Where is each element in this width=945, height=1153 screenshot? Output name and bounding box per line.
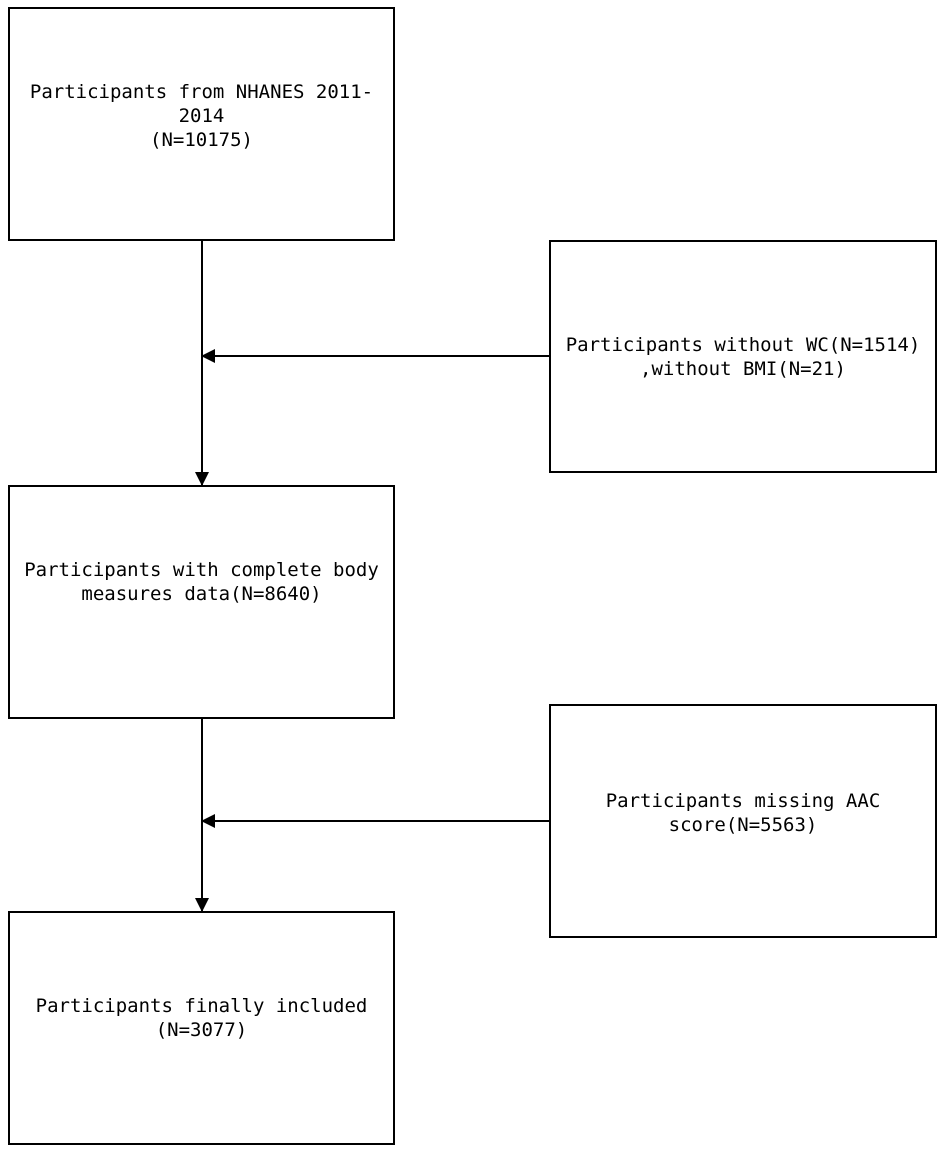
exclusion-aac-text: Participants missing AAC score(N=5563) (605, 790, 881, 836)
source-participants-text: Participants from NHANES 2011- 2014 (N=1… (29, 81, 374, 151)
exclusion-body-measures-text: Participants without WC(N=1514) ,without… (565, 333, 921, 380)
exclusion-aac-box: Participants missing AAC score(N=5563) (549, 704, 937, 938)
complete-body-measures-text: Participants with complete body measures… (24, 559, 379, 605)
final-included-box: Participants finally included (N=3077) (8, 911, 395, 1145)
exclusion-body-measures-box: Participants without WC(N=1514) ,without… (549, 240, 937, 473)
source-participants-box: Participants from NHANES 2011- 2014 (N=1… (8, 7, 395, 241)
final-included-text: Participants finally included (N=3077) (35, 995, 368, 1041)
complete-body-measures-box: Participants with complete body measures… (8, 485, 395, 719)
